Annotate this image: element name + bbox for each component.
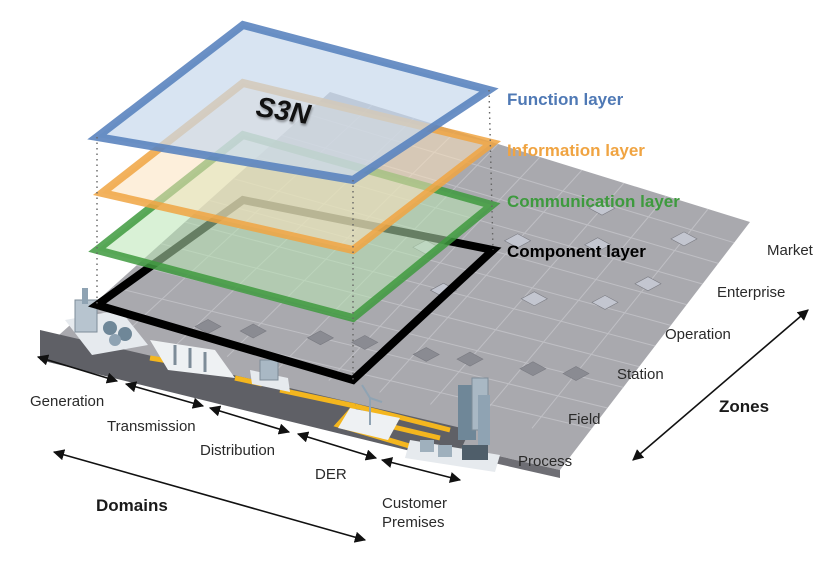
domain-der: DER [315, 466, 347, 483]
component-box [194, 319, 222, 334]
arrow-zones [632, 309, 809, 461]
zone-market: Market [767, 242, 813, 259]
grid-line [379, 169, 583, 393]
grid-line [112, 286, 608, 409]
domain-customer-line1: Customer [382, 495, 448, 512]
component-box [519, 361, 547, 377]
domain-transmission: Transmission [107, 418, 196, 435]
component-layer-label: Component layer [507, 242, 646, 261]
zones-title: Zones [719, 397, 770, 416]
arrow-distribution [208, 405, 291, 435]
component-box [591, 295, 619, 310]
arrow-customer [380, 457, 462, 483]
component-box [239, 323, 267, 339]
component-box [412, 347, 440, 362]
wind-turbine-icon [338, 384, 400, 440]
zone-station: Station [617, 366, 664, 383]
component-box [520, 291, 548, 307]
domain-distribution: Distribution [200, 442, 276, 459]
information-layer-label: Information layer [507, 141, 645, 160]
zone-field: Field [568, 411, 601, 428]
arrow-domains [52, 449, 367, 543]
function-layer-label: Function layer [507, 90, 624, 109]
zone-process: Process [518, 453, 573, 470]
component-box [584, 237, 612, 253]
communication-layer-label: Communication layer [507, 192, 680, 211]
substation-icon [150, 340, 235, 378]
component-box [588, 200, 616, 216]
component-boxes [194, 200, 698, 381]
vertical-guides [96, 89, 494, 380]
transformer-icon [250, 359, 290, 392]
zone-operation: Operation [665, 326, 731, 343]
grid-line [430, 182, 625, 405]
zone-enterprise: Enterprise [717, 284, 786, 301]
domain-customer-premises: Customer Premises [382, 494, 447, 532]
buildings-icon [405, 377, 500, 472]
power-plant-icon [65, 288, 148, 355]
arrow-generation [36, 354, 119, 384]
domain-customer-line2: Premises [382, 514, 445, 531]
power-line-dist-der [279, 387, 356, 409]
component-box [634, 276, 662, 292]
component-box [351, 335, 379, 350]
domain-generation: Generation [30, 393, 105, 410]
component-box [306, 330, 335, 346]
grid-line [480, 195, 667, 417]
component-box [503, 233, 532, 249]
component-box [562, 366, 590, 381]
component-box [456, 351, 484, 367]
domain-arrows [36, 354, 462, 543]
domains-title: Domains [96, 496, 168, 515]
component-box [670, 231, 698, 247]
arrow-transmission [124, 381, 205, 409]
grid-line [531, 208, 709, 429]
